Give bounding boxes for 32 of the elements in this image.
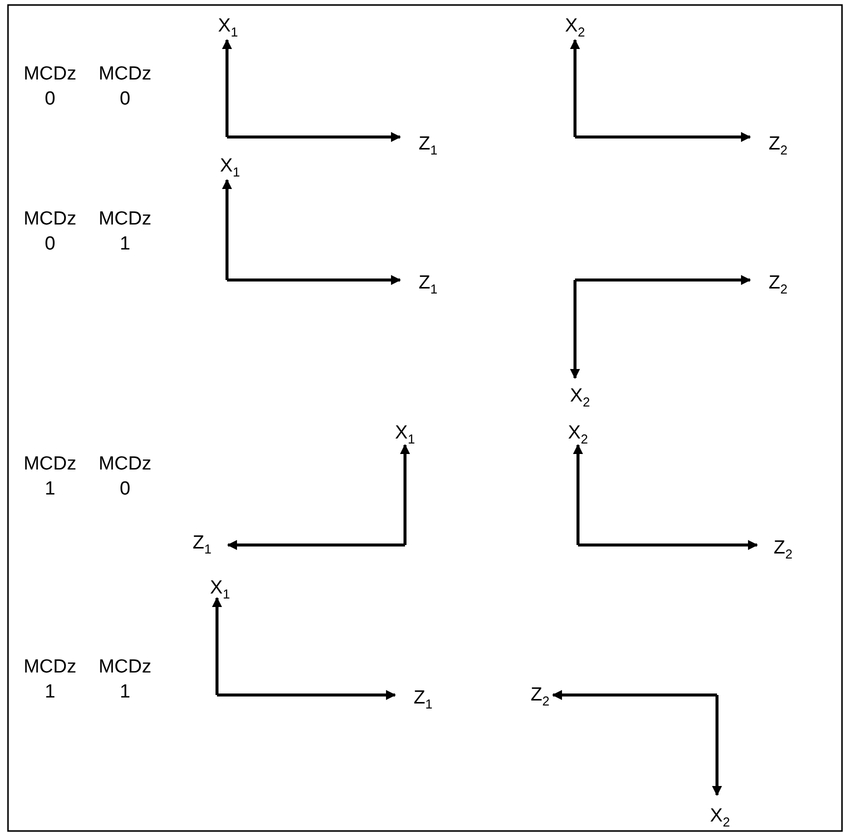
axis-label: Z$_{1}$ [414,688,432,712]
mode-value: 1 [120,682,130,704]
mode-heading: MCDz [24,658,76,678]
mode-value: 1 [120,234,130,256]
mode-value: 0 [120,90,130,110]
axis-label: X$_{2}$ [710,806,730,830]
axis-label: X$_{2}$ [570,386,590,410]
mode-heading: MCDz [24,210,76,230]
mode-value: 0 [44,234,56,256]
axis-label: X$_{2}$ [565,16,585,40]
mode-value: 0 [44,90,56,110]
mode-heading: MCDz [98,658,152,678]
mode-value: 0 [120,480,130,500]
axis-label: X$_{1}$ [395,423,415,447]
mode-value: 1 [44,682,56,704]
axis-label: X$_{1}$ [218,16,238,40]
axis-label: Z$_{2}$ [768,134,788,158]
axis-label: Z$_{1}$ [418,134,438,158]
mode-heading: MCDz [98,454,152,476]
axis-label: X$_{1}$ [220,156,240,180]
axis-label: X$_{1}$ [210,578,230,602]
mode-value: 1 [44,480,56,500]
axis-label: X$_{2}$ [568,423,588,447]
axis-label: Z$_{2}$ [530,685,550,709]
axis-label: Z$_{1}$ [192,533,212,557]
mode-heading: MCDz [24,64,76,86]
axis-label: Z$_{1}$ [418,273,438,297]
mode-heading: MCDz [98,64,152,86]
axis-label: Z$_{2}$ [774,538,792,562]
mode-heading: MCDz [98,210,152,230]
mode-heading: MCDz [24,454,76,476]
axis-label: Z$_{2}$ [768,273,788,297]
